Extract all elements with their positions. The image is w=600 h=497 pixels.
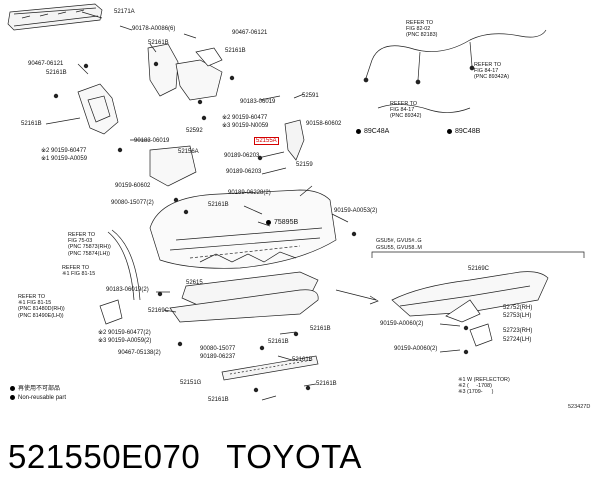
label-52161B-j: 52161B [208, 397, 229, 403]
label-52169C-left: 52169C [148, 308, 170, 314]
label-90189-06237: 90189-06237 [200, 354, 236, 360]
label-52161B-a: 52161B [148, 40, 169, 46]
label-52151G: 52151G [180, 380, 202, 386]
label-gsu-b: GSU55, GVU58..M [376, 245, 422, 251]
label-75895B: 75895B [266, 219, 298, 226]
footer-caption: 521550E070 TOYOTA [8, 437, 388, 477]
label-89C48A: 89C48A [356, 128, 389, 135]
label-52591: 52591 [302, 93, 319, 99]
brand-name: TOYOTA [226, 438, 362, 475]
label-89C48B: 89C48B [447, 128, 480, 135]
diagram-code: 523427D [568, 404, 591, 410]
label-52724: 52724(LH) [503, 337, 532, 343]
label-90467-b: 90467-06121 [28, 61, 64, 67]
label-52161B-e: 52161B [208, 202, 229, 208]
label-52615: 52615 [186, 280, 203, 286]
notes-block: ※1 W (REFLECTOR) ※2 ( -1708) ※3 (1709- ) [458, 377, 510, 396]
part-number: 521550E070 [8, 438, 201, 475]
diagram-drawing [7, 3, 585, 401]
label-90183-c: 90183-06019(2) [106, 287, 149, 293]
label-90178: 90178-A0086(6) [132, 26, 176, 32]
non-reusable-dot-icon [356, 128, 361, 134]
label-90189-b: 90189-06203 [226, 169, 262, 175]
label-52156A: 52156A [178, 149, 199, 155]
label-52159: 52159 [296, 162, 313, 168]
label-52752: 52752(RH) [503, 305, 533, 311]
label-refer-81-15-a: REFER TO ※1 FIG 81-15 [62, 265, 96, 278]
label-52171A: 52171A [114, 9, 135, 15]
label-refer-84-17-a: REFER TO FIG 84-17 (PNC 89342A) [474, 62, 510, 81]
label-90159-a0059-c: ※3 90159-A0059(2) [98, 338, 152, 344]
label-refer-81-15-b: REFER TO ※1 FIG 81-15 (PNC 81480D(RH)) (… [18, 294, 65, 319]
label-52161B-g: 52161B [268, 339, 289, 345]
legend-en: Non-reusable part [10, 395, 66, 402]
label-90080: 90080-15077(2) [111, 200, 154, 206]
label-52161B-i: 52161B [316, 381, 337, 387]
non-reusable-dot-icon [10, 395, 15, 400]
label-52753: 52753(LH) [503, 313, 532, 319]
label-90159-60477-c: ※2 90159-60477(2) [98, 330, 151, 336]
label-190159: ※1 90159-A0059 [41, 156, 88, 162]
non-reusable-dot-icon [266, 219, 271, 225]
label-90159-60477-b: ※2 90159-60477 [41, 148, 87, 154]
label-90183-a: 90183-06019 [240, 99, 276, 105]
legend-jp: 再使用不可部品 [10, 386, 60, 393]
label-refer-82-02: REFER TO FIG 82-02 (PNC 82183) [406, 20, 438, 39]
parts-diagram: 52171A 90178-A0086(6) 90467-06121 52161B… [7, 3, 585, 403]
label-52161B-b: 52161B [225, 48, 246, 54]
label-52592: 52592 [186, 128, 203, 134]
label-refer-84-17-b: REFER TO FIG 84-17 (PNC 89342) [390, 101, 422, 120]
label-refer-75-03: REFER TO FIG 75-03 (PNC 75873(RH)) (PNC … [68, 232, 111, 257]
label-90158-60602: 90158-60602 [306, 121, 342, 127]
label-90189-06228: 90189-06228(2) [228, 190, 271, 196]
label-gsu-a: GSU5#, GVU5#..G [376, 238, 422, 244]
non-reusable-dot-icon [447, 128, 452, 134]
label-90159-a0060-a: 90159-A0060(2) [380, 321, 424, 327]
non-reusable-dot-icon [10, 386, 15, 391]
label-90159-60602: 90159-60602 [115, 183, 151, 189]
label-52169C-right: 52169C [468, 266, 490, 272]
label-90080-b: 90080-15077 [200, 346, 236, 352]
label-90159-60477-a: ※2 90159-60477 [222, 115, 268, 121]
label-52723: 52723(RH) [503, 328, 533, 334]
label-90183-b: 90183-06019 [134, 138, 170, 144]
label-52161B-f: 52161B [310, 326, 331, 332]
label-90159-a0060-b: 90159-A0060(2) [394, 346, 438, 352]
label-52161B-c: 52161B [46, 70, 67, 76]
label-90467-c: 90467-05138(2) [118, 350, 161, 356]
label-52161B-h: 52161B [292, 357, 313, 363]
label-90189-a: 90189-06203 [224, 153, 260, 159]
label-52161B-d: 52161B [21, 121, 42, 127]
label-90467-a: 90467-06121 [232, 30, 268, 36]
label-90159-a0053: 90159-A0053(2) [334, 208, 378, 214]
label-90159-n0059: ※3 90159-N0059 [222, 123, 269, 129]
label-52155A-highlighted: 52155A [254, 137, 279, 145]
